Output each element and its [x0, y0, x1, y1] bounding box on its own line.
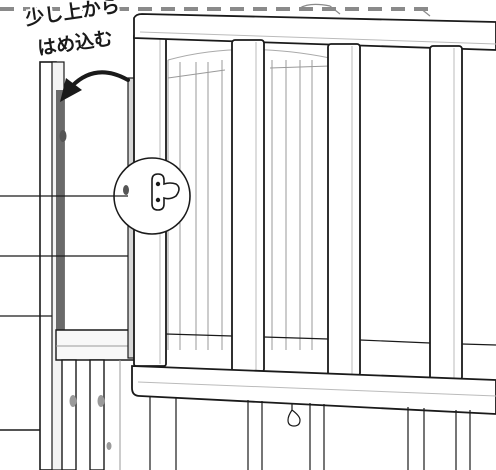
left-crib-post: [39, 61, 67, 470]
keyhole-hook-icon: [151, 173, 180, 211]
curved-arrow-icon: [60, 70, 130, 102]
gate-mid-rail: [165, 333, 496, 346]
callout-guide-lines: [0, 195, 136, 317]
mounting-hole-icon: [59, 130, 67, 142]
gate-bottom-rail: [131, 365, 496, 415]
lower-crib-base: [0, 329, 141, 470]
lower-slats: [149, 396, 471, 470]
gate-vertical-bars: [231, 39, 463, 381]
hook-detail-magnifier: [113, 157, 191, 235]
crib-back-rail: [299, 3, 431, 17]
mounting-hole-icon: [123, 185, 129, 195]
background-crib-panel: [167, 48, 331, 350]
gate-top-rail: [133, 13, 496, 51]
